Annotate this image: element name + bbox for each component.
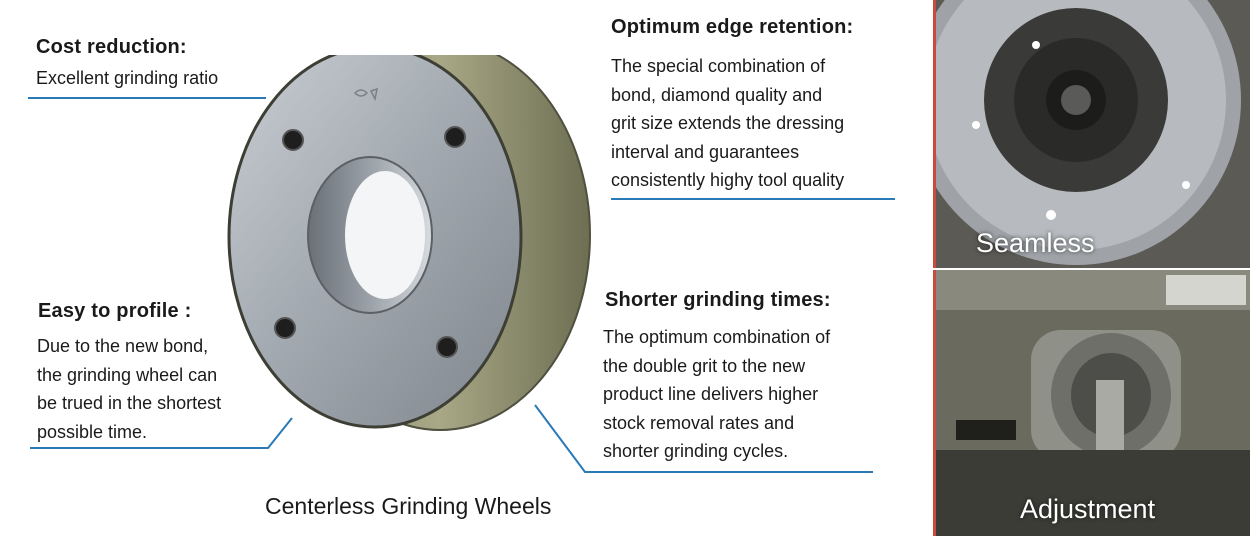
photo-adjustment: Adjustment bbox=[933, 270, 1250, 536]
cost-divider bbox=[28, 97, 266, 99]
cost-heading: Cost reduction: bbox=[36, 36, 187, 58]
profile-text: Due to the new bond, the grinding wheel … bbox=[37, 336, 222, 442]
profile-callout-line bbox=[30, 417, 293, 449]
logo-mark bbox=[353, 87, 378, 102]
edge-divider bbox=[611, 198, 895, 200]
callout-lines bbox=[30, 404, 873, 473]
shorter-heading: Shorter grinding times: bbox=[605, 289, 831, 311]
cost-text: Excellent grinding ratio bbox=[36, 68, 219, 88]
photo-label-adjustment: Adjustment bbox=[1020, 494, 1156, 524]
machine-photo bbox=[936, 270, 1250, 536]
grinding-wheel-image bbox=[227, 55, 591, 431]
edge-text: The special combination of bond, diamond… bbox=[611, 56, 845, 190]
bolt-hole-top-left bbox=[282, 129, 304, 151]
photo-label-seamless: Seamless bbox=[976, 228, 1095, 258]
bolt-hole-top-right bbox=[444, 126, 466, 148]
shorter-callout-line bbox=[534, 404, 873, 473]
product-caption: Centerless Grinding Wheels bbox=[265, 493, 552, 519]
wheel-mount-photo bbox=[936, 0, 1250, 268]
bolt-hole-bottom-left bbox=[274, 317, 296, 339]
bolt-hole-bottom-right bbox=[436, 336, 458, 358]
profile-heading: Easy to profile : bbox=[38, 300, 192, 322]
photo-seamless: Seamless bbox=[933, 0, 1250, 268]
shorter-text: The optimum combination of the double gr… bbox=[603, 327, 831, 461]
edge-heading: Optimum edge retention: bbox=[611, 16, 854, 38]
